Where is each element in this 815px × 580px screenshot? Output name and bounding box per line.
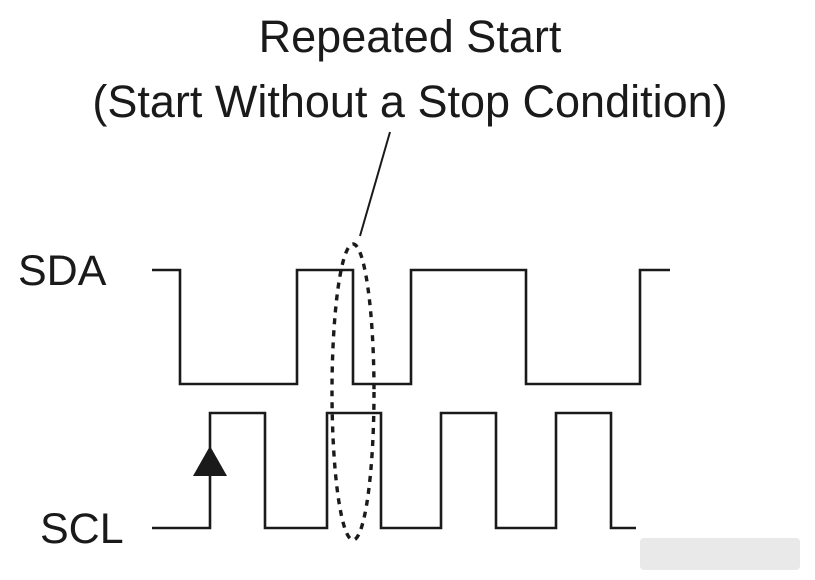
watermark-smudge (640, 538, 800, 570)
callout-leader-line (359, 131, 391, 237)
scl-waveform (152, 411, 636, 530)
scl-label: SCL (40, 505, 124, 553)
repeated-start-highlight-ellipse (330, 242, 376, 542)
sda-label: SDA (18, 247, 107, 295)
triangle-up-arrow-icon (193, 446, 227, 476)
diagram-title-line2: (Start Without a Stop Condition) (92, 76, 727, 127)
sda-waveform (152, 268, 670, 386)
diagram-title-line1: Repeated Start (259, 11, 562, 62)
